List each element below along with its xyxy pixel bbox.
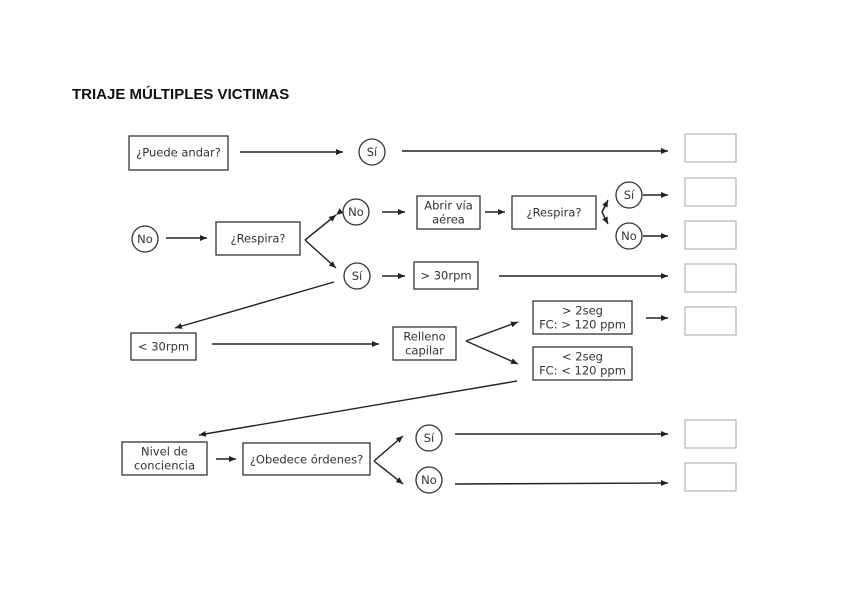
edge-respira2-si [601,199,609,213]
edge-respira-si [304,239,337,269]
result-box-4[interactable] [684,263,737,293]
result-box-2[interactable] [684,177,737,207]
svg-text:FC: < 120 ppm: FC: < 120 ppm [539,364,626,378]
svg-text:No: No [348,205,364,219]
svg-text:¿Obedece órdenes?: ¿Obedece órdenes? [250,453,363,467]
node-menos-2seg: < 2seg FC: < 120 ppm [532,346,633,381]
svg-text:¿Puede andar?: ¿Puede andar? [136,146,221,160]
node-no-respira: No [342,198,370,226]
edge-menos-2seg-nivel [198,380,518,437]
node-respira: ¿Respira? [215,221,301,256]
svg-text:Abrir vía: Abrir vía [424,199,473,213]
svg-text:Sí: Sí [352,269,363,283]
svg-text:aérea: aérea [432,213,465,227]
result-box-1[interactable] [684,133,737,163]
node-si-obedece: Sí [415,424,443,452]
svg-text:¿Respira?: ¿Respira? [230,232,285,246]
node-si-respira2: Sí [615,181,643,209]
svg-text:> 2seg: > 2seg [562,304,603,318]
svg-text:No: No [621,229,637,243]
svg-text:Sí: Sí [367,145,378,159]
node-no-obedece: No [415,466,443,494]
edge-respira-no-arrow [304,214,337,241]
edge-obedece-si [373,435,404,462]
edge-si-menos-30rpm [174,281,335,329]
node-respira2: ¿Respira? [511,195,597,230]
node-si-respira: Sí [343,262,371,290]
svg-text:< 2seg: < 2seg [562,350,603,364]
svg-text:Relleno: Relleno [403,330,445,344]
svg-text:No: No [137,232,153,246]
node-si-anda: Sí [358,138,386,166]
result-box-6[interactable] [684,419,737,449]
edge-relleno-menos [465,340,519,365]
svg-text:No: No [421,473,437,487]
node-mas-2seg: > 2seg FC: > 120 ppm [532,300,633,335]
node-puede-andar: ¿Puede andar? [128,135,229,171]
svg-text:Nivel de: Nivel de [141,445,188,459]
svg-text:FC: > 120 ppm: FC: > 120 ppm [539,318,626,332]
edge-relleno-mas [465,321,519,342]
result-box-5[interactable] [684,306,737,336]
node-mas-30rpm: > 30rpm [413,261,479,290]
page-title: TRIAJE MÚLTIPLES VICTIMAS [72,86,290,103]
svg-text:capilar: capilar [405,344,444,358]
node-relleno: Relleno capilar [392,326,457,361]
edge-obedece-no [373,460,404,485]
node-abrir-via: Abrir vía aérea [416,195,481,230]
result-box-7[interactable] [684,462,737,492]
edge-respira2-no [601,211,609,225]
svg-text:conciencia: conciencia [134,459,195,473]
svg-text:Sí: Sí [424,431,435,445]
result-box-3[interactable] [684,220,737,250]
node-menos-30rpm: < 30rpm [130,332,197,361]
svg-text:Sí: Sí [624,188,635,202]
node-no-respira2: No [615,222,643,250]
svg-text:¿Respira?: ¿Respira? [526,206,581,220]
node-nivel-conciencia: Nivel de conciencia [121,441,208,476]
svg-text:< 30rpm: < 30rpm [138,340,189,354]
node-no-anda: No [131,225,159,253]
edge-no-obedece-result [454,480,669,487]
svg-text:> 30rpm: > 30rpm [420,269,471,283]
node-obedece: ¿Obedece órdenes? [242,442,371,476]
